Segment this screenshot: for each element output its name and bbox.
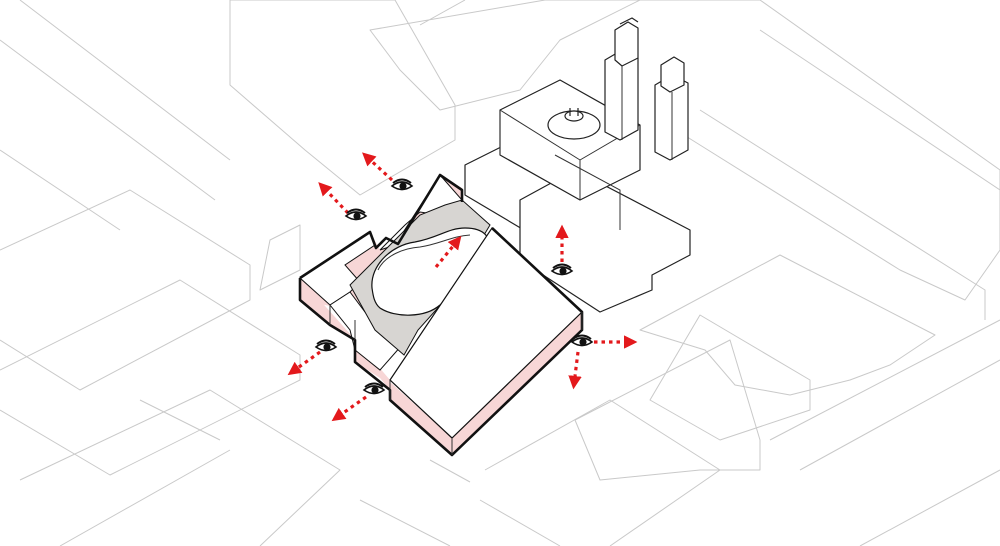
view-arrow-north bbox=[362, 152, 394, 182]
view-arrow-south-east bbox=[568, 351, 582, 390]
context-block-north-east bbox=[640, 0, 1000, 301]
context-block-north-east-edge bbox=[699, 29, 1000, 320]
facade-south-west bbox=[390, 382, 452, 455]
view-eyes bbox=[314, 178, 594, 395]
church-building bbox=[464, 17, 691, 313]
eye-icon bbox=[570, 334, 594, 347]
context-block-west bbox=[0, 279, 301, 476]
view-arrow-north-west bbox=[318, 182, 350, 215]
view-arrow-south-west bbox=[331, 395, 367, 422]
context-block-north-west bbox=[229, 0, 456, 196]
eye-icon bbox=[550, 263, 574, 276]
context-street-edge-south bbox=[139, 399, 471, 546]
context-block-east bbox=[574, 319, 1000, 546]
eye-icon bbox=[314, 339, 338, 352]
context-block-south-east bbox=[639, 254, 936, 441]
context-block-south-west bbox=[19, 389, 341, 546]
church-tower-edges bbox=[554, 66, 673, 230]
church-dome-lantern-top bbox=[569, 108, 579, 116]
view-arrows bbox=[287, 152, 638, 422]
view-arrow-west bbox=[287, 350, 321, 376]
eye-icon bbox=[362, 382, 386, 395]
church-tower-left-spire bbox=[614, 17, 639, 67]
context-street-edge-north bbox=[0, 0, 231, 231]
eye-icon bbox=[344, 208, 368, 221]
church-tower-right-spire bbox=[660, 56, 685, 93]
church-dome-lantern bbox=[564, 110, 584, 122]
context-block-top bbox=[369, 0, 641, 111]
facade-south-east bbox=[452, 312, 582, 455]
facade-edges bbox=[329, 305, 583, 455]
context-block-west-lower bbox=[0, 189, 301, 391]
church-nave-edges bbox=[499, 109, 641, 200]
project-building bbox=[298, 173, 584, 457]
context-block-south bbox=[479, 399, 721, 546]
eye-icon bbox=[390, 178, 414, 191]
view-arrow-courtyard bbox=[434, 235, 462, 269]
